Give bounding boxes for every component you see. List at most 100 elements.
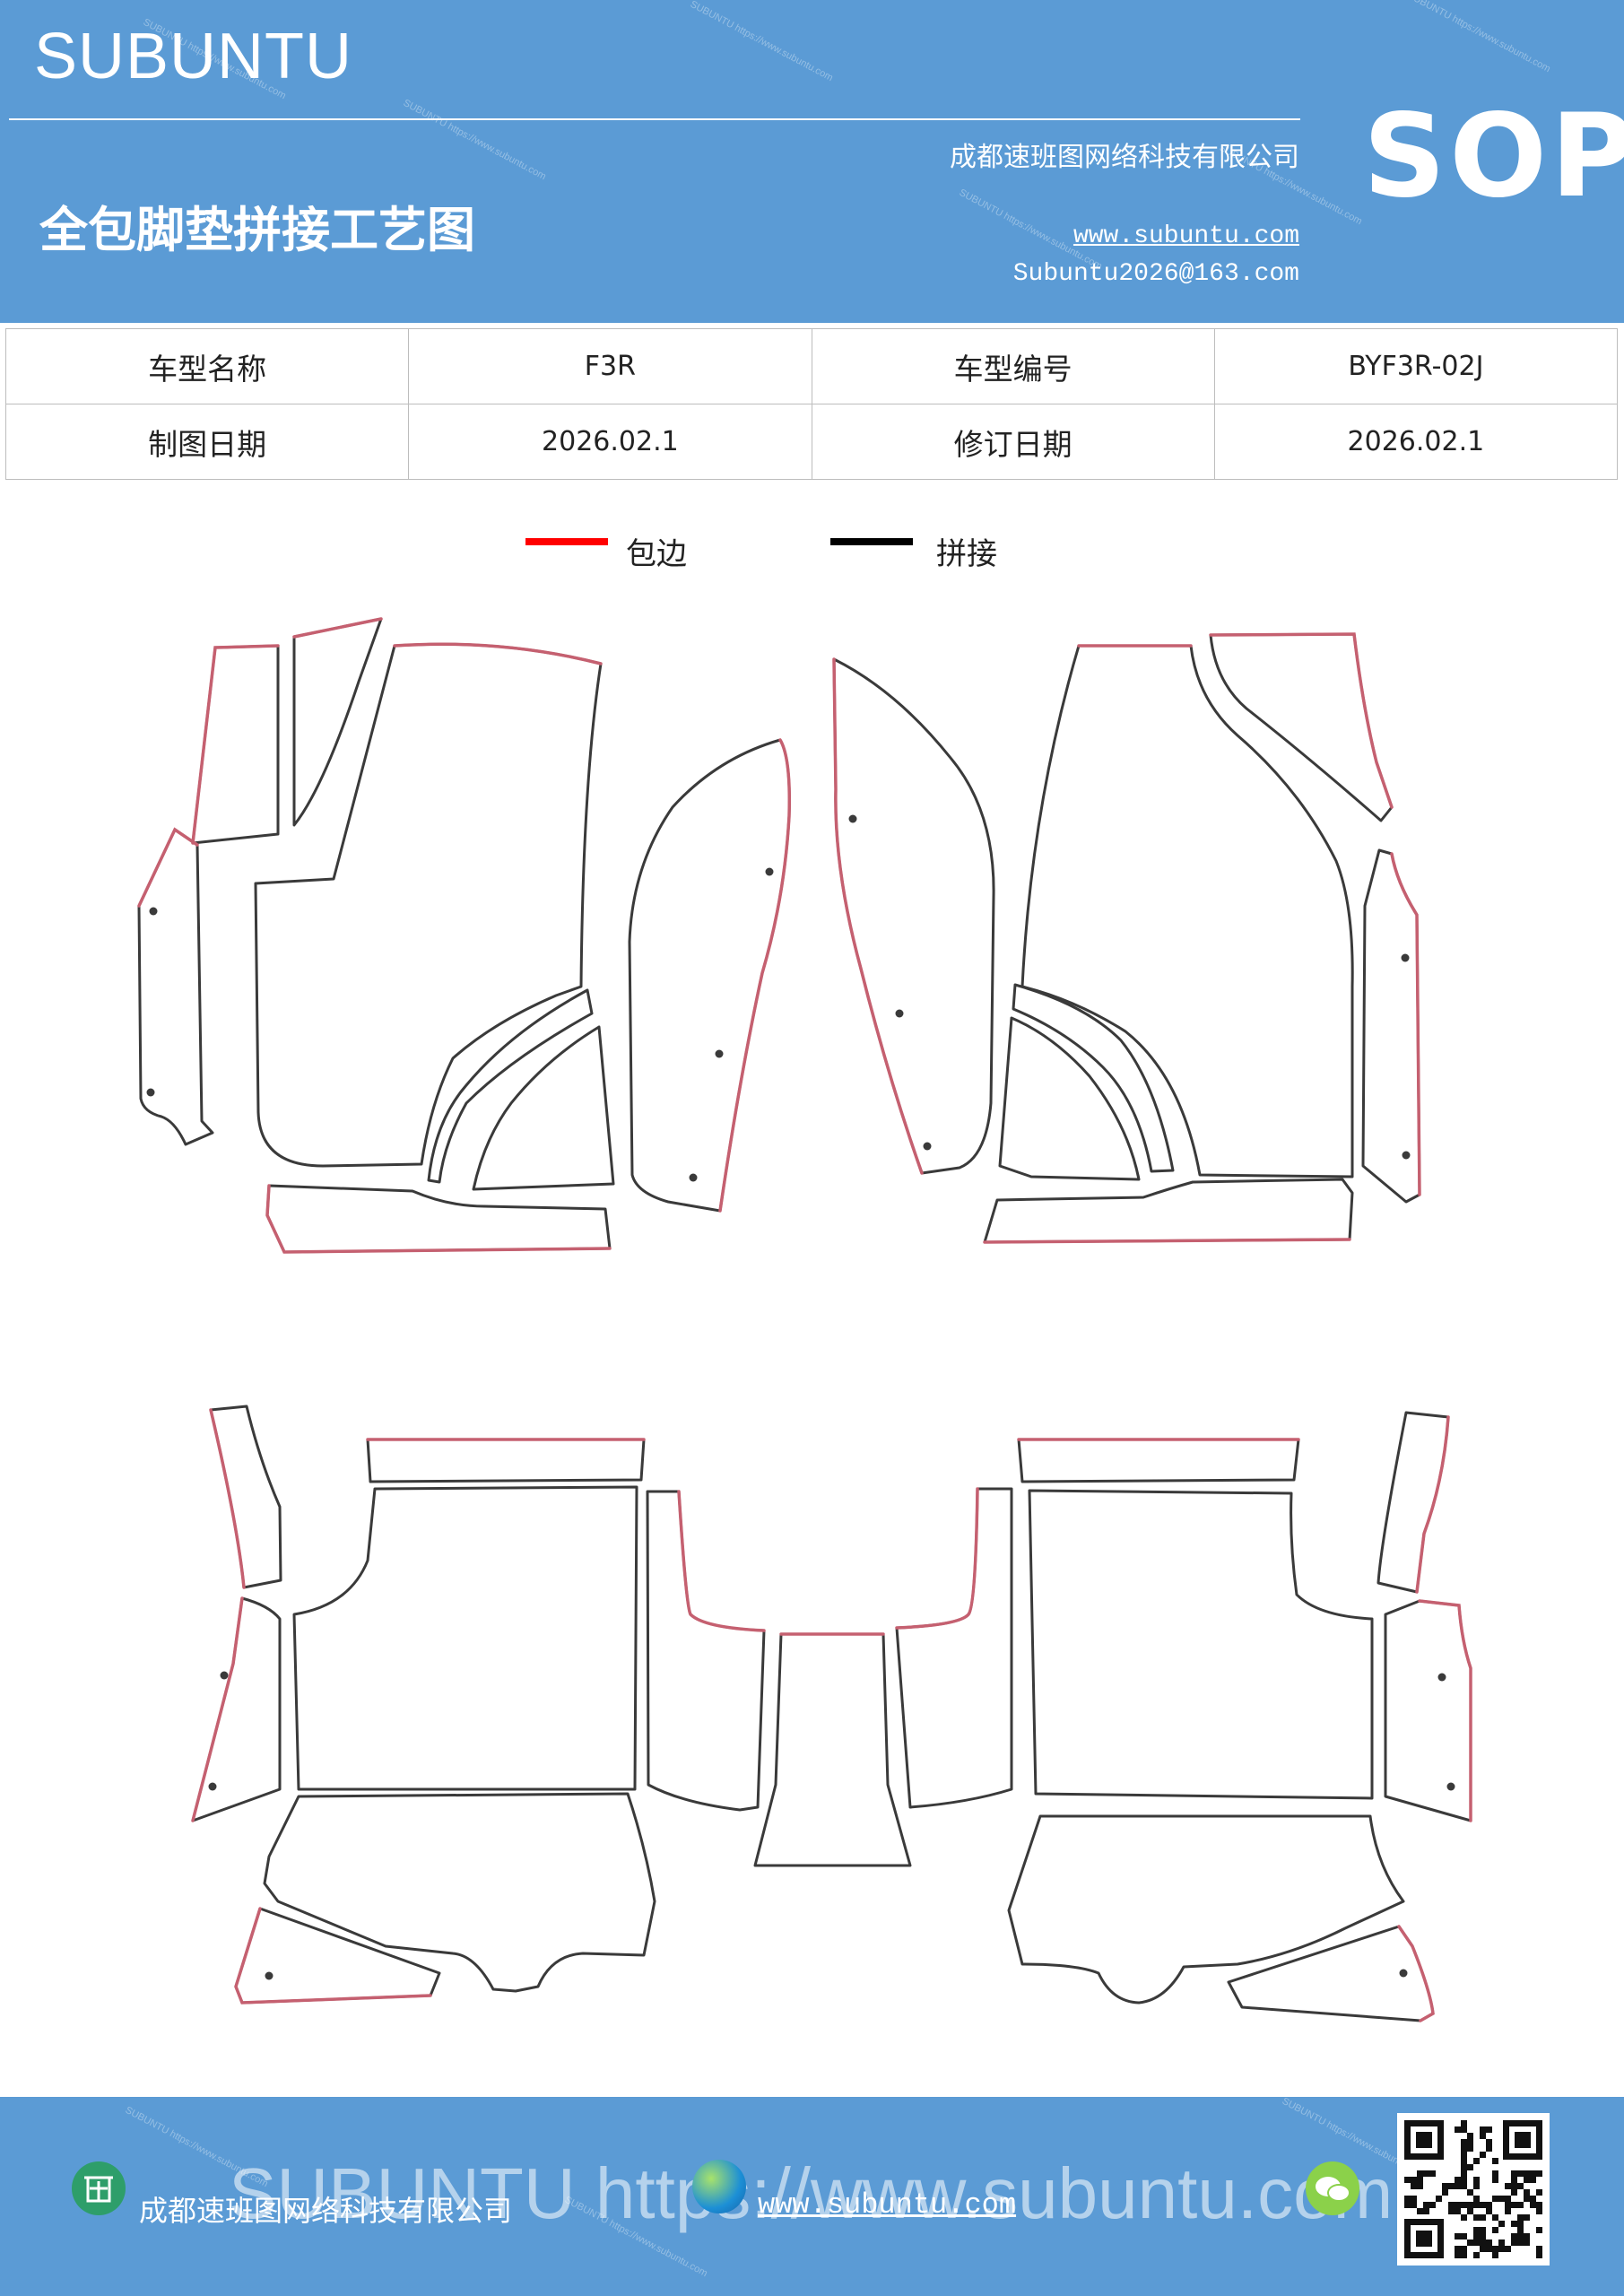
mat-piece [254,642,603,1168]
qr-module [1455,2202,1461,2208]
qr-module [1461,2252,1467,2258]
qr-module [1442,2183,1448,2189]
qr-module [1480,2239,1486,2246]
legend-label-seam: 拼接 [936,536,997,572]
rear-right-mat-group [895,1411,1472,2022]
mat-piece [1012,983,1175,1173]
fixing-hole [895,1009,904,1018]
fixing-hole [923,1142,932,1151]
qr-module [1517,2221,1524,2227]
qr-module [1511,2239,1517,2246]
qr-module [1517,2202,1524,2208]
front-left-mat-group [137,617,792,1254]
fixing-hole [1402,1151,1411,1160]
qr-module [1467,2139,1473,2145]
qr-code [1397,2113,1550,2266]
company-name: 成都速班图网络科技有限公司 [950,142,1299,173]
footer-company-name: 成都速班图网络科技有限公司 [139,2194,513,2228]
table-cell-value: BYF3R-02J [1213,328,1619,404]
fixing-hole [715,1049,724,1058]
fixing-hole [848,814,857,823]
website-link[interactable]: www.subuntu.com [1073,222,1299,250]
binding-edge [1390,852,1421,1196]
qr-module [1461,2152,1467,2158]
qr-module [1455,2183,1461,2189]
qr-module [1429,2170,1436,2177]
qr-module [1461,2202,1467,2208]
qr-module [1517,2233,1524,2239]
qr-module [1461,2170,1467,2177]
qr-module [1411,2202,1417,2208]
binding-edge [191,1596,244,1822]
floor-mat-diagram [137,617,1472,2022]
qr-module [1492,2170,1498,2177]
qr-module [1536,2227,1542,2233]
qr-module [1536,2246,1542,2252]
binding-edge [677,1490,766,1632]
qr-module [1524,2214,1530,2221]
qr-module [1423,2208,1429,2214]
binding-edge [265,1184,612,1254]
qr-module [1417,2177,1423,2183]
qr-module [1467,2239,1473,2246]
qr-module [1498,2196,1505,2202]
qr-module [1492,2227,1498,2233]
binding-edge [234,1907,432,2005]
qr-module [1524,2170,1530,2177]
qr-module [1505,2208,1511,2214]
qr-module [1536,2202,1542,2208]
qr-module [1467,2164,1473,2170]
binding-edge [137,827,199,908]
qr-module [1524,2177,1530,2183]
qr-module [1480,2227,1486,2233]
qr-module [1486,2208,1492,2214]
qr-module [1473,2239,1480,2246]
qr-module [1486,2246,1492,2252]
sop-badge: SOP [1363,90,1624,223]
qr-module [1442,2189,1448,2196]
mat-piece [1020,644,1354,1178]
contact-email[interactable]: Subuntu2026@163.com [1012,260,1299,288]
qr-module [1467,2202,1473,2208]
fixing-hole [1401,953,1410,962]
fixing-hole [149,907,158,916]
qr-module [1455,2177,1461,2183]
qr-module [1517,2170,1524,2177]
qr-module [1461,2139,1467,2145]
qr-module [1461,2126,1467,2133]
qr-module [1536,2189,1542,2196]
qr-module [1448,2208,1455,2214]
qr-module [1480,2133,1486,2139]
fixing-hole [220,1671,229,1680]
mat-piece [983,1178,1354,1244]
qr-module [1467,2133,1473,2139]
globe-icon [692,2160,746,2213]
binding-edge [393,642,603,665]
table-row: 制图日期 2026.02.1 修订日期 2026.02.1 [4,404,1619,480]
qr-module [1480,2152,1486,2158]
building-icon [72,2161,126,2215]
qr-module [1404,2202,1411,2208]
binding-edge [1209,632,1394,809]
footer-website-link[interactable]: www.subuntu.com [758,2188,1017,2222]
qr-module [1461,2145,1467,2152]
qr-module [1505,2196,1511,2202]
qr-module [1517,2183,1524,2189]
mat-piece [1017,1438,1300,1483]
table-cell-label: 车型名称 [4,328,410,404]
qr-module [1498,2239,1505,2246]
qr-module [1517,2227,1524,2233]
table-cell-label: 制图日期 [4,404,410,480]
qr-module [1411,2177,1417,2183]
qr-module [1486,2202,1492,2208]
mat-piece [646,1490,766,1812]
qr-module [1467,2208,1473,2214]
table-row: 车型名称 F3R 车型编号 BYF3R-02J [4,328,1619,404]
footer-banner: SUBUNTU https://www.subuntu.com SUBUNTU … [0,2097,1624,2296]
mat-piece [292,617,383,827]
qr-module [1511,2189,1517,2196]
qr-module [1486,2239,1492,2246]
qr-module [1417,2208,1423,2214]
qr-module [1411,2196,1417,2202]
qr-module [1505,2246,1511,2252]
